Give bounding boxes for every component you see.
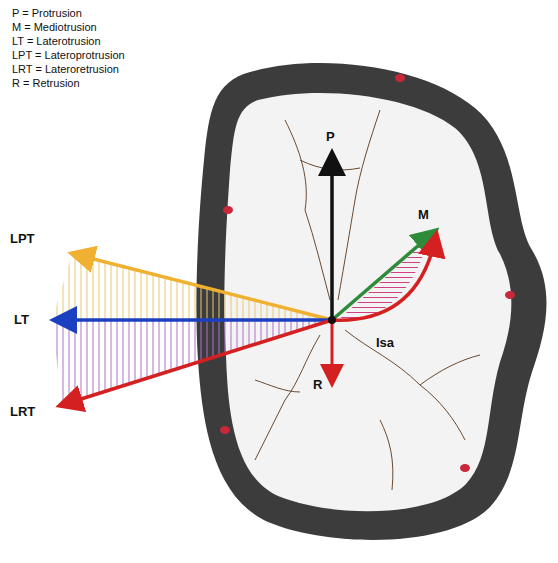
arrow-label: P (326, 130, 335, 143)
legend-entry: P = Protrusion (12, 8, 82, 19)
legend-entry: R = Retrusion (12, 78, 80, 89)
legend-entry: LT = Laterotrusion (12, 36, 101, 47)
arrow-label: M (418, 208, 429, 221)
arrow-label: LT (14, 313, 29, 326)
arrow-label: R (313, 378, 322, 391)
arrow-label: LPT (10, 232, 35, 245)
arrow-label: LRT (10, 405, 35, 418)
legend-entry: LRT = Lateroretrusion (12, 64, 119, 75)
legend-entry: M = Mediotrusion (12, 22, 97, 33)
angle-label: Isa (376, 336, 394, 349)
legend-entry: LPT = Lateroprotrusion (12, 50, 125, 61)
